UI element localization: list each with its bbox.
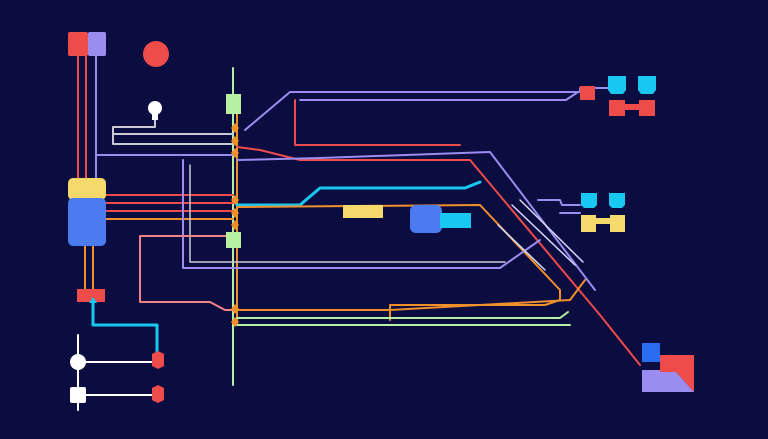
red-plug-hex (152, 385, 164, 403)
terminal-red-wedge (660, 355, 694, 392)
bus-junction-diamond (231, 208, 239, 218)
bus-junction-diamond (231, 304, 239, 314)
terminal-lavender (642, 370, 660, 392)
wire-lower-left-red (139, 235, 234, 311)
white-knob (70, 354, 86, 370)
wire-mint-bottom-1 (236, 311, 569, 319)
center-module-blue (410, 205, 442, 233)
bus-junction-diamond (231, 148, 239, 158)
wire-mid-right-lavender (537, 199, 581, 206)
wire-white-diag-3 (497, 224, 546, 271)
switch-mid-right-yellow-left (581, 215, 596, 232)
wire-white-diag-1 (511, 204, 576, 266)
wire-red-long-right (236, 146, 641, 366)
power-base-connector (77, 289, 105, 302)
cyan-arrow-icon (89, 297, 97, 303)
wire-loop-lavender (182, 159, 541, 269)
connector-lavender-half (88, 32, 106, 56)
power-plug-icon (68, 178, 106, 246)
light-bulb-icon (148, 101, 162, 120)
terminal-blue (642, 343, 660, 362)
wire-white-diag-2 (519, 199, 584, 263)
terminal-lavender-wedge (660, 372, 694, 392)
bidirectional-switch-icon (581, 193, 625, 232)
wire-top-lavender (244, 87, 609, 131)
center-module (410, 205, 471, 233)
power-block-cap (68, 178, 106, 200)
wires (77, 54, 641, 411)
wire-top-lavender-2 (294, 99, 461, 146)
bus-junction-diamond (231, 317, 239, 327)
bus-terminal-bottom (226, 232, 241, 248)
switch-top-right-bridge (625, 104, 639, 110)
center-module-cyan (440, 213, 471, 228)
red-plug-hex (152, 351, 164, 369)
bus-junction-diamond (231, 136, 239, 146)
wire-orange-lower (236, 279, 586, 311)
switch-top-right-input (580, 86, 595, 100)
bus-junctions (231, 123, 239, 327)
red-indicator-dot (143, 41, 169, 67)
wire-bulb-loop-gray (112, 119, 234, 145)
switch-top-right-cyan-left (608, 76, 626, 94)
switch-top-right-red-left (609, 100, 625, 116)
terminal-connector-icon (642, 343, 694, 392)
bus-junction-diamond (231, 220, 239, 230)
bus-junction-diamond (231, 195, 239, 205)
bidirectional-switch-icon (580, 76, 656, 116)
switch-mid-right-cyan-left (581, 193, 597, 208)
bottom-left-red-plugs (152, 351, 164, 403)
wire-loop-gray (189, 164, 506, 263)
bus-junction-diamond (231, 123, 239, 133)
switch-mid-right-yellow-right (610, 215, 625, 232)
power-block-body (68, 198, 106, 246)
white-knob-square (70, 387, 86, 403)
switch-top-right-cyan-right (638, 76, 656, 94)
switch-mid-right-bridge (596, 218, 610, 224)
connector-red-half (68, 32, 88, 56)
bus-terminal-top (226, 94, 241, 114)
wire-lavender-diagonal (236, 151, 596, 291)
top-left-connector (68, 32, 106, 56)
wire-cyan-bottom (91, 298, 159, 357)
switch-top-right-red-right (639, 100, 655, 116)
bottom-left-switch-knobs (70, 354, 86, 403)
center-yellow-block (343, 205, 383, 218)
switch-mid-right-cyan-right (609, 193, 625, 208)
wire-top-lavender-3 (299, 91, 579, 101)
wire-cyan-mid (235, 180, 482, 207)
